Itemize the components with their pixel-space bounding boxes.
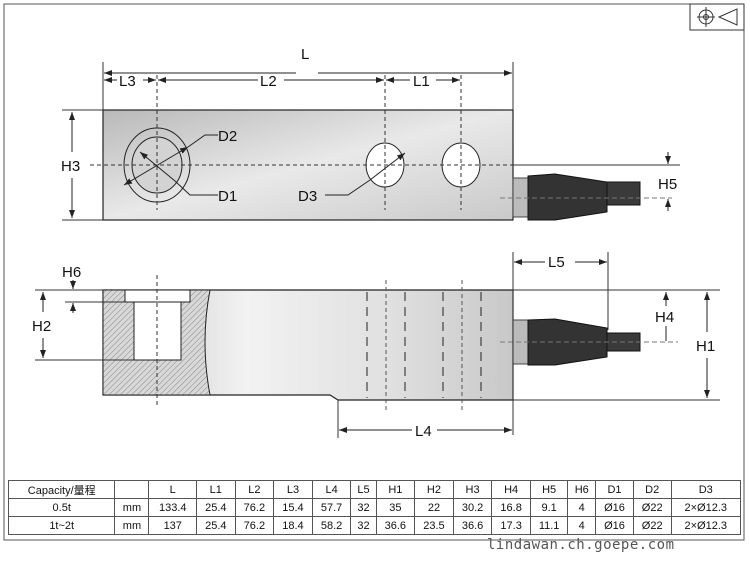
table-cell: 23.5 (414, 516, 454, 535)
table-cell: 57.7 (311, 498, 352, 517)
dim-H1: H1 (696, 338, 715, 355)
table-cell: 4 (567, 516, 597, 535)
table-cell: Ø22 (632, 498, 672, 517)
dim-D1: D1 (218, 188, 237, 205)
table-cell: Ø16 (595, 516, 634, 535)
dim-L4: L4 (415, 423, 432, 440)
table-cell: 2×Ø12.3 (670, 516, 741, 535)
table-cell: 0.5t (7, 498, 116, 517)
dim-H5: H5 (658, 176, 677, 193)
dim-L2: L2 (260, 73, 277, 90)
table-cell: Capacity/量程 (7, 480, 116, 499)
dim-H3: H3 (61, 158, 80, 175)
table-cell: H5 (529, 480, 569, 499)
table-cell: 76.2 (234, 516, 275, 535)
table-cell: H3 (452, 480, 493, 499)
table-cell: L1 (196, 480, 236, 499)
table-cell: 11.1 (529, 516, 569, 535)
table-cell: 1t~2t (7, 516, 116, 535)
table-cell: L (148, 480, 197, 499)
table-cell: mm (114, 498, 150, 517)
table-cell: 25.4 (196, 516, 236, 535)
top-view: L L3 L2 L1 H3 D2 D1 D3 H5 (61, 46, 680, 221)
table-cell: 15.4 (273, 498, 313, 517)
table-cell: 22 (414, 498, 454, 517)
table-cell: L4 (311, 480, 352, 499)
table-cell: L5 (350, 480, 377, 499)
dim-D2: D2 (218, 128, 237, 145)
table-cell: 137 (148, 516, 197, 535)
table-cell: D1 (595, 480, 634, 499)
table-cell: 36.6 (375, 516, 416, 535)
table-cell: H1 (375, 480, 416, 499)
table-cell: 32 (350, 498, 377, 517)
table-cell: 18.4 (273, 516, 313, 535)
table-cell: 36.6 (452, 516, 493, 535)
dim-L5: L5 (548, 254, 565, 271)
table-cell: H4 (491, 480, 531, 499)
table-cell: 25.4 (196, 498, 236, 517)
table-cell: 16.8 (491, 498, 531, 517)
table-cell: H2 (414, 480, 454, 499)
table-cell: 9.1 (529, 498, 569, 517)
table-cell: 30.2 (452, 498, 493, 517)
dim-L3: L3 (119, 73, 136, 90)
table-cell: 133.4 (148, 498, 197, 517)
dim-L1: L1 (413, 73, 430, 90)
table-cell: 58.2 (311, 516, 352, 535)
table-cell: Ø22 (632, 516, 672, 535)
table-cell: 2×Ø12.3 (670, 498, 741, 517)
dim-H4: H4 (655, 309, 674, 326)
table-cell: 17.3 (491, 516, 531, 535)
table-cell (114, 480, 150, 499)
table-cell: mm (114, 516, 150, 535)
table-cell: L2 (234, 480, 275, 499)
table-cell: D3 (670, 480, 741, 499)
table-cell: 76.2 (234, 498, 275, 517)
table-cell: L3 (273, 480, 313, 499)
table-cell: H6 (567, 480, 597, 499)
dim-H2: H2 (32, 318, 51, 335)
table-cell: D2 (632, 480, 672, 499)
table-cell: 35 (375, 498, 416, 517)
dim-H6: H6 (62, 264, 81, 281)
sheet-frame (3, 3, 745, 541)
table-cell: Ø16 (595, 498, 634, 517)
watermark: lindawan.ch.goepe.com (487, 537, 675, 553)
dim-L: L (301, 46, 309, 63)
side-view: H6 H2 L5 H4 H1 L4 (32, 252, 720, 440)
table-cell: 4 (567, 498, 597, 517)
table-cell: 32 (350, 516, 377, 535)
first-angle-projection-icon (689, 3, 745, 31)
dim-D3: D3 (298, 188, 317, 205)
